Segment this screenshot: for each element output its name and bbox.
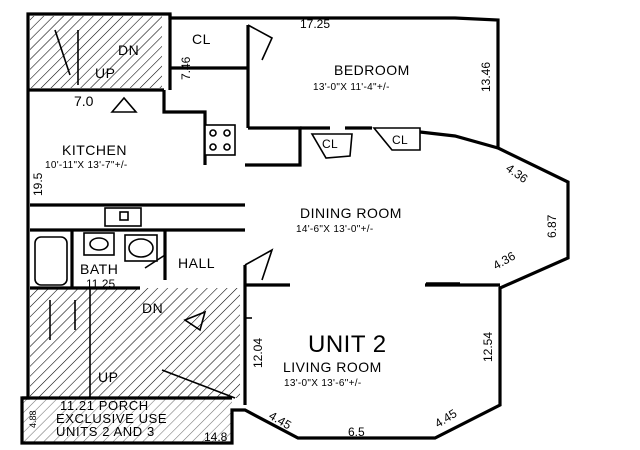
porch-line-1: 11.21 PORCH <box>60 398 149 413</box>
dim-kitchen-top: 7.0 <box>74 93 94 109</box>
dim-porch-width: 14.8 <box>204 430 228 444</box>
unit-title: UNIT 2 <box>308 331 387 358</box>
porch-line-2: EXCLUSIVE USE <box>56 411 167 426</box>
dim-bottom: 6.5 <box>348 425 365 439</box>
closet-mid-right-label: CL <box>392 133 408 147</box>
dim-bay-mid: 6.87 <box>545 214 559 238</box>
interior-walls <box>22 14 500 405</box>
closet-boxes <box>310 127 421 159</box>
kitchen-fixtures <box>104 124 236 227</box>
dim-left-side: 19.5 <box>31 172 45 196</box>
closet-mid-left-label: CL <box>322 137 338 151</box>
stair-bottom-up: UP <box>98 369 118 385</box>
dim-living-left: 12.04 <box>251 338 265 368</box>
bath-fixtures <box>34 232 158 286</box>
stair-bottom-dn: DN <box>142 300 163 316</box>
dim-bedroom-right: 13.46 <box>479 62 493 92</box>
stair-hatching <box>22 16 240 443</box>
closet-top-label: CL <box>192 31 211 47</box>
kitchen-label: KITCHEN <box>62 142 127 158</box>
bath-dimension: 11.25 <box>86 277 115 291</box>
stair-top-up: UP <box>95 65 115 81</box>
porch-line-3: UNITS 2 AND 3 <box>56 424 155 439</box>
dim-living-right: 12.54 <box>481 332 495 362</box>
exterior-walls <box>20 12 570 445</box>
hall-label: HALL <box>178 255 215 271</box>
dim-closet-left: 7.46 <box>179 56 193 80</box>
dim-top: 17.25 <box>300 17 330 31</box>
living-room-size: 13'-0"X 13'-6"+/- <box>284 378 361 389</box>
dining-room-label: DINING ROOM <box>300 205 402 221</box>
living-room-label: LIVING ROOM <box>283 359 382 375</box>
bedroom-size: 13'-0"X 11'-4"+/- <box>313 82 390 93</box>
kitchen-size: 10'-11"X 13'-7"+/- <box>45 160 128 171</box>
dim-bay-top: 4.36 <box>503 161 530 186</box>
dim-porch-depth: 4.88 <box>28 410 38 428</box>
bath-label: BATH <box>80 261 118 277</box>
stair-lines <box>49 29 236 399</box>
dining-room-size: 14'-6"X 13'-0"+/- <box>296 224 373 235</box>
stair-top-dn: DN <box>118 42 139 58</box>
bedroom-label: BEDROOM <box>334 62 410 78</box>
dim-bay-bottom: 4.36 <box>491 249 519 273</box>
windows <box>245 282 460 319</box>
